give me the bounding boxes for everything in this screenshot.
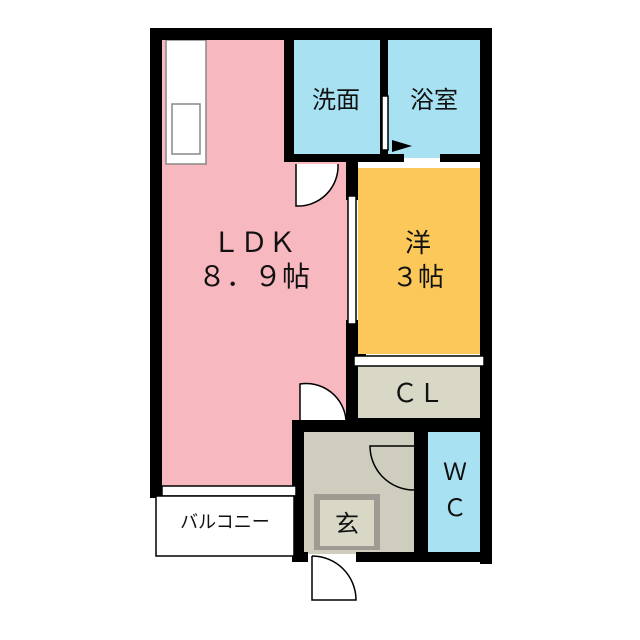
walls [150,28,492,564]
door-yoshitsu-slider [347,195,357,325]
room-wc-label-2: Ｃ [443,494,467,522]
balcony-label: バルコニー [180,512,270,533]
room-wc-fill [428,432,482,552]
door-bath-arrow [392,140,412,152]
door-ldk-top [295,163,339,207]
room-senmen-label: 洗面 [312,86,360,114]
room-yoshitsu-label-2: ３帖 [392,263,444,293]
room-senmen-fill [292,38,382,158]
room-genkan-label: 玄 [335,510,359,538]
balcony-outline [155,495,295,557]
door-entrance [311,555,357,601]
room-wc-label-1: Ｗ [443,458,467,486]
genkan-floor [320,500,374,546]
room-yoshitsu-fill [358,168,482,354]
room-ldk-label-1: ＬＤＫ [212,226,296,259]
door-bath-slider [381,95,389,151]
door-cl-slider [353,355,485,367]
room-yokushitsu-fill [388,38,480,158]
room-yoshitsu-label-1: 洋 [405,229,431,259]
door-genkan-ldk [299,382,347,421]
door-wc [369,445,415,491]
room-ldk-label-2: ８．９帖 [198,260,310,293]
room-yokushitsu-label: 浴室 [410,86,458,114]
balcony-window [161,485,297,497]
room-cl-label: ＣＬ [392,379,444,409]
room-cl-fill [356,366,482,418]
kitchen-sink [171,103,201,155]
